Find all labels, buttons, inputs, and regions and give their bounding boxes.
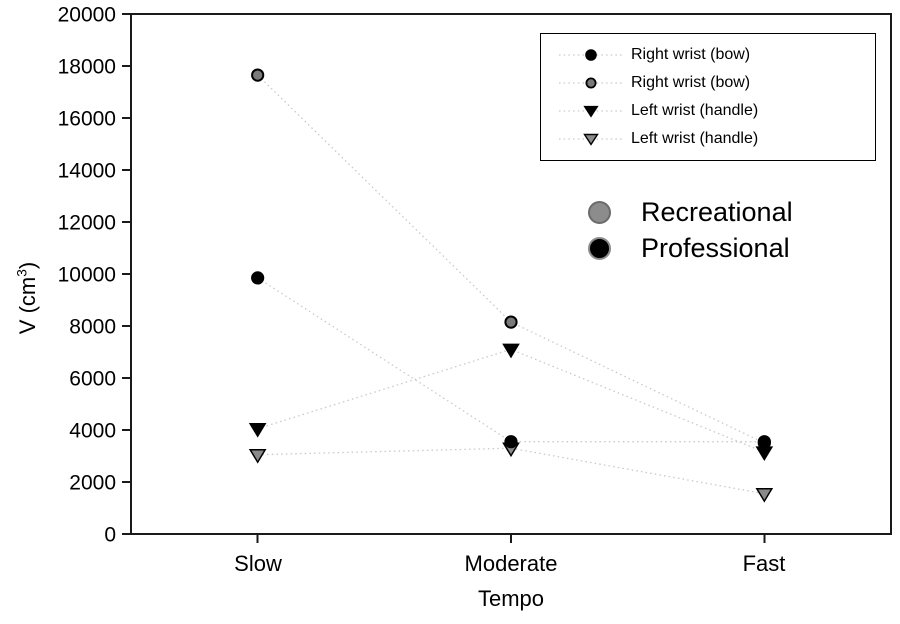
data-point-circle <box>504 435 518 449</box>
x-tick-label-fast: Fast <box>742 551 786 576</box>
y-tick-label: 2000 <box>69 472 116 495</box>
black-circle-icon <box>588 236 611 260</box>
legend: Right wrist (bow) Right wrist (bow) Left… <box>540 33 876 161</box>
data-point-circle <box>504 315 518 329</box>
y-axis-title-main: V (cm <box>15 276 40 335</box>
y-tick-label: 14000 <box>58 160 116 183</box>
group-annotation-professional: Professional <box>588 233 790 263</box>
group-label: Recreational <box>641 196 793 227</box>
legend-label: Left wrist (handle) <box>631 130 759 147</box>
gray-circle-marker-icon <box>559 77 623 89</box>
group-annotation-recreational: Recreational <box>588 197 793 227</box>
y-tick-label: 0 <box>104 524 116 547</box>
y-axis-title-close: ) <box>15 261 40 270</box>
gray-triangle-marker-icon <box>559 133 623 146</box>
x-tick-label-slow: Slow <box>234 551 282 576</box>
series-line <box>257 277 765 443</box>
series-line <box>257 348 765 453</box>
data-point-triangle-down <box>755 487 774 503</box>
legend-label: Left wrist (handle) <box>631 102 759 119</box>
x-tick-label-moderate: Moderate <box>464 551 558 576</box>
data-point-circle <box>757 435 771 449</box>
legend-item-left-wrist-recreational: Left wrist (handle) <box>555 126 875 152</box>
y-tick-label: 20000 <box>58 4 116 27</box>
legend-item-right-wrist-recreational: Right wrist (bow) <box>555 70 875 96</box>
y-tick-label: 18000 <box>58 56 116 79</box>
y-tick-label: 12000 <box>58 212 116 235</box>
legend-item-left-wrist-professional: Left wrist (handle) <box>555 98 875 124</box>
y-tick-label: 6000 <box>69 368 116 391</box>
data-point-circle <box>251 271 265 285</box>
group-label: Professional <box>641 232 790 263</box>
legend-item-right-wrist-professional: Right wrist (bow) <box>555 42 875 68</box>
black-circle-marker-icon <box>559 49 623 61</box>
y-tick-label: 4000 <box>69 420 116 443</box>
legend-label: Right wrist (bow) <box>631 46 751 63</box>
y-tick-label: 8000 <box>69 316 116 339</box>
gray-circle-icon <box>588 200 611 224</box>
data-point-triangle-down <box>502 343 520 359</box>
x-axis-title: Tempo <box>477 586 545 611</box>
data-point-circle <box>251 68 265 82</box>
y-axis-title-superscript: 3 <box>14 269 30 277</box>
data-point-triangle-down <box>248 422 267 438</box>
y-axis-title: V (cm3) <box>12 236 44 360</box>
legend-label: Right wrist (bow) <box>631 74 751 91</box>
black-triangle-marker-icon <box>559 105 623 118</box>
data-point-triangle-down <box>248 448 267 464</box>
y-tick-label: 10000 <box>58 264 116 287</box>
y-tick-label: 16000 <box>58 108 116 131</box>
